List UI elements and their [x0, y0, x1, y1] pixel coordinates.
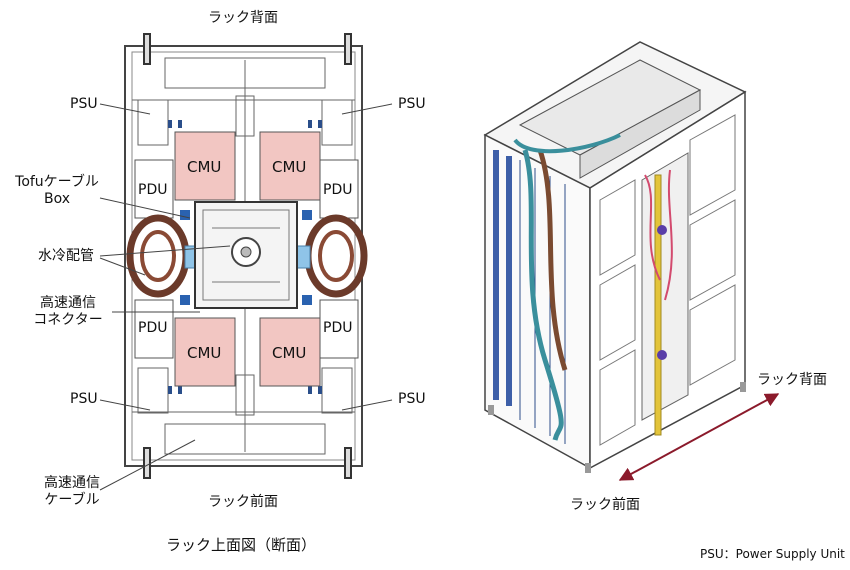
pdu-label-4: PDU: [323, 320, 353, 336]
tofu-label-line1: Tofuケーブル: [15, 174, 99, 190]
corner-posts: [143, 33, 352, 479]
psu-label-bottom-left: PSU: [70, 391, 98, 407]
cmu-label-3: CMU: [187, 344, 222, 362]
tofu-cable-box-label: Tofuケーブル Box: [12, 174, 102, 208]
top-view-rear-label: ラック背面: [208, 10, 278, 26]
pdu-label-2: PDU: [323, 182, 353, 198]
connector-label-line2: コネクター: [33, 312, 103, 328]
psu-label-bottom-right: PSU: [398, 391, 426, 407]
top-view-front-label: ラック前面: [208, 494, 278, 510]
cmu-label-1: CMU: [187, 158, 222, 176]
iso-front-label: ラック前面: [570, 497, 640, 513]
high-speed-cable-label: 高速通信 ケーブル: [36, 475, 108, 509]
cmu-blocks: [174, 131, 321, 387]
front-rear-arrow: [618, 393, 780, 481]
water-cooling-label: 水冷配管: [38, 248, 94, 264]
tofu-label-line2: Box: [43, 191, 71, 207]
psu-label-top-left: PSU: [70, 96, 98, 112]
cmu-label-2: CMU: [272, 158, 307, 176]
rack-isometric-drawing: [483, 41, 747, 473]
cable-label-line1: 高速通信: [44, 475, 100, 491]
pdu-boxes: [134, 159, 359, 359]
high-speed-connector-label: 高速通信 コネクター: [20, 295, 116, 329]
cmu-label-4: CMU: [272, 344, 307, 362]
psu-footnote: PSU：Power Supply Unit: [700, 547, 845, 561]
pdu-label-1: PDU: [138, 182, 168, 198]
callout-leaders: [99, 103, 393, 491]
psu-label-top-right: PSU: [398, 96, 426, 112]
iso-rear-label: ラック背面: [757, 372, 827, 388]
pdu-label-3: PDU: [138, 320, 168, 336]
connector-label-line1: 高速通信: [40, 295, 96, 311]
cable-label-line2: ケーブル: [44, 492, 100, 508]
top-view-caption: ラック上面図（断面）: [166, 536, 317, 554]
